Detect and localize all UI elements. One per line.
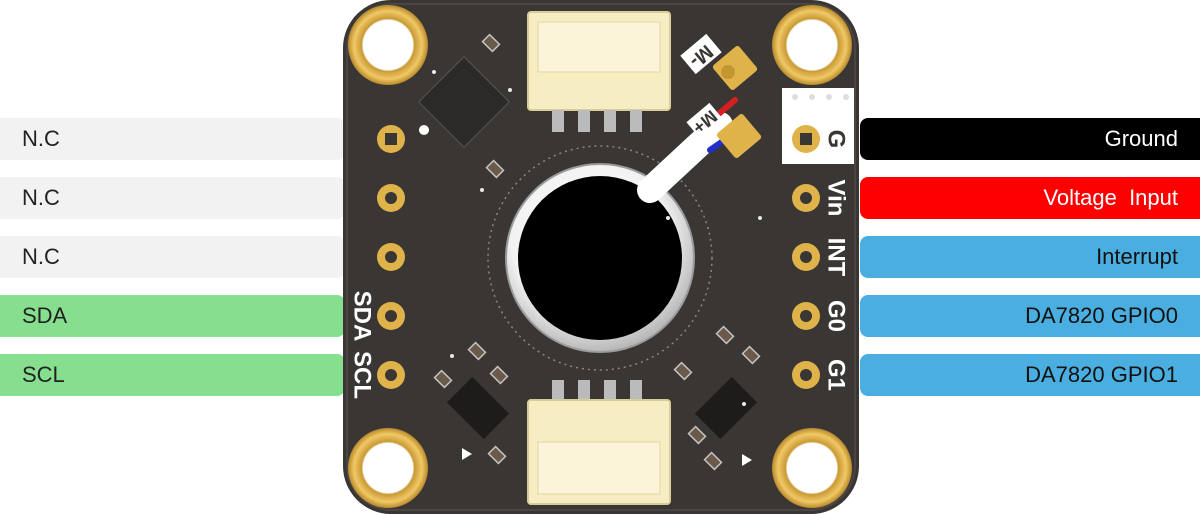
- pin-bar-nc-2: N.C: [0, 177, 345, 219]
- pin-label: Voltage Input: [1043, 185, 1178, 210]
- motor-pad-pos: [716, 114, 762, 158]
- silk-label-sda: SDA: [349, 291, 376, 342]
- silk-label-int: INT: [823, 238, 850, 277]
- silk-label-vin: Vin: [823, 180, 850, 217]
- silk-label-g: G: [823, 130, 850, 149]
- mounting-hole: [772, 428, 852, 508]
- mounting-hole: [772, 5, 852, 85]
- pin-label: Interrupt: [1096, 244, 1178, 269]
- pin-bar-scl: SCL: [0, 354, 345, 396]
- pin-bar-interrupt: Interrupt: [860, 236, 1200, 278]
- ic-chip: [418, 56, 510, 148]
- silk-label-scl: SCL: [349, 351, 376, 399]
- mounting-hole: [348, 428, 428, 508]
- smd-components: [433, 33, 761, 471]
- pin-label: SDA: [22, 303, 68, 328]
- motor-pad-neg: [712, 46, 758, 90]
- pin-label: DA7820 GPIO1: [1025, 362, 1178, 387]
- silk-label-g0: G0: [823, 300, 850, 332]
- pin-label: N.C: [22, 185, 60, 210]
- pin-bar-gpio1: DA7820 GPIO1: [860, 354, 1200, 396]
- transistor-left: [446, 376, 510, 460]
- pin-bar-sda: SDA: [0, 295, 345, 337]
- top-connector: [527, 11, 671, 132]
- pin-label: N.C: [22, 126, 60, 151]
- pin-bar-gpio0: DA7820 GPIO0: [860, 295, 1200, 337]
- left-pads: [377, 125, 405, 389]
- silk-label-g1: G1: [823, 359, 850, 391]
- pin-label: Ground: [1104, 126, 1178, 151]
- vibration-motor: [487, 145, 713, 371]
- ground-silk-area: [782, 88, 854, 164]
- via-dots: [432, 70, 762, 406]
- pin-bar-voltage-input: Voltage Input: [860, 177, 1200, 219]
- right-pads: [792, 125, 820, 389]
- transistor-right: [694, 376, 758, 466]
- bottom-connector: [527, 380, 671, 505]
- mounting-hole: [348, 5, 428, 85]
- pin-label: DA7820 GPIO0: [1025, 303, 1178, 328]
- pin-label: N.C: [22, 244, 60, 269]
- pin-bar-nc-3: N.C: [0, 236, 345, 278]
- pin-label: SCL: [22, 362, 65, 387]
- pin-bar-nc-1: N.C: [0, 118, 345, 160]
- pin-bar-ground: Ground: [860, 118, 1200, 160]
